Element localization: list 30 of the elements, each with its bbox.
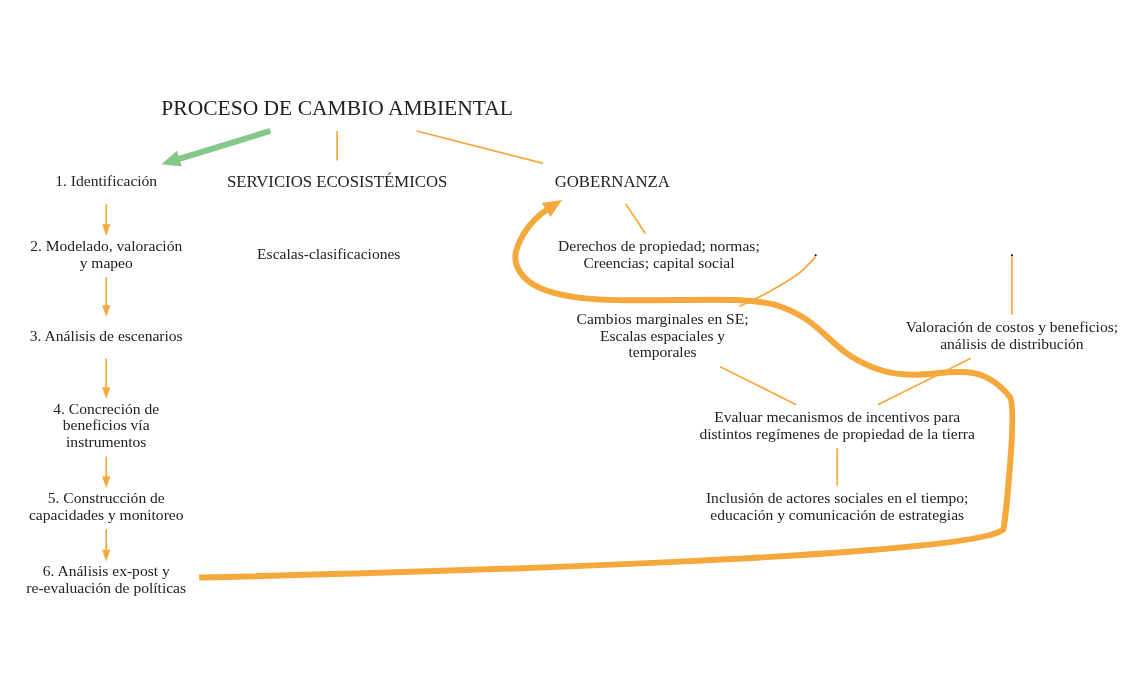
node-text: Inclusión de actores sociales en el tiempo; educación y comunicación de estrategias [705,488,969,523]
node-text: 4. Concreción de beneficios vía instrumentos [53,399,160,450]
node-text: GOBERNANZA [554,171,670,191]
connector [624,202,647,234]
node-text: Valoración de costos y beneficios; análisis de distribución [905,317,1119,352]
node-text: Derechos de propiedad; normas; Creencias; capital social [558,236,760,271]
node-text: SERVICIOS ECOSISTÉMICOS [226,171,448,191]
connector [836,446,839,486]
arrow [199,199,1016,580]
connector [877,356,972,406]
connector [719,365,797,405]
node-text: Cambios marginales en SE; Escalas espaciales y temporales [576,309,749,360]
node-text: 2. Modelado, valoración y mapeo [30,236,183,271]
arrow [102,275,111,317]
node-text: Evaluar mecanismos de incentivos para distintos regímenes de propiedad de la tierra [699,407,975,442]
node-text: PROCESO DE CAMBIO AMBIENTAL [161,95,513,120]
connector [336,129,338,161]
connector [1011,255,1013,316]
node-text: 3. Análisis de escenarios [29,326,183,344]
node-text: 6. Análisis ex-post y re-evaluación de políticas [26,561,187,596]
arrow [102,455,111,488]
connector [415,129,544,164]
connector [738,255,817,307]
node-text: Escalas-clasificaciones [257,244,401,262]
arrow [102,528,111,561]
arrow [102,202,111,236]
arrow [102,357,111,399]
node-text: 1. Identificación [55,171,158,189]
arrow [161,127,272,167]
node-text: 5. Construcción de capacidades y monitoreo [28,488,184,523]
